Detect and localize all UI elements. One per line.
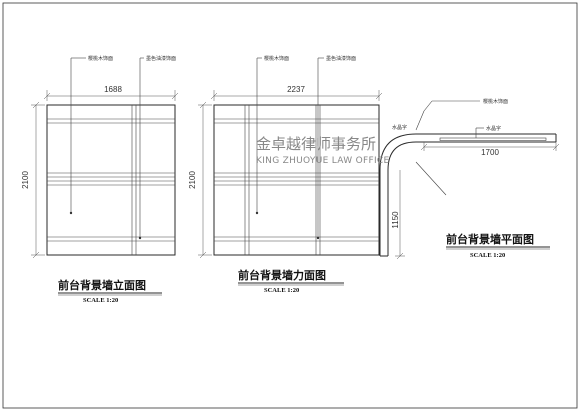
elevation-scale: SCALE 1:20 xyxy=(83,297,118,304)
force-view-height-dim: 2100 xyxy=(188,171,197,189)
force-view-note-cherry: 樱桃木饰面 xyxy=(264,55,289,62)
elevation-title: 前台背景墙立面图 xyxy=(58,278,146,292)
elevation-view: 1688 2100 樱桃木饰面 墨色油漆饰面 前台背景墙立面图 xyxy=(21,55,179,304)
elevation-note-cherry: 樱桃木饰面 xyxy=(88,55,113,62)
force-view-note-paint: 墨色油漆饰面 xyxy=(326,55,356,62)
elevation-note-paint: 墨色油漆饰面 xyxy=(146,55,176,62)
plan-title: 前台背景墙平面图 xyxy=(446,232,534,246)
plan-note-crystal: 水晶字 xyxy=(486,125,501,132)
elevation-height-dim: 2100 xyxy=(21,171,30,189)
plan-view: 1700 1150 樱桃木饰面 水晶字 水晶字 前台背景墙平面图 SCALE 1… xyxy=(379,98,560,260)
plan-width-dim: 1700 xyxy=(481,148,499,157)
watermark-en: KING ZHUOYUE LAW OFFICE xyxy=(256,156,389,166)
plan-scale: SCALE 1:20 xyxy=(470,252,505,259)
force-view: 2237 2100 樱桃木饰面 墨色油漆饰面 前台背景墙力面图 SCALE 1:… xyxy=(188,55,383,294)
watermark-cn: 金卓越律师事务所 xyxy=(256,135,376,153)
force-view-title: 前台背景墙力面图 xyxy=(238,268,326,282)
plan-note-crystal-side: 水晶字 xyxy=(392,124,407,131)
plan-note-cherry: 樱桃木饰面 xyxy=(483,98,508,105)
force-view-width-dim: 2237 xyxy=(287,85,305,94)
watermark: 金卓越律师事务所 KING ZHUOYUE LAW OFFICE xyxy=(256,135,389,166)
plan-depth-dim: 1150 xyxy=(391,211,400,229)
force-view-scale: SCALE 1:20 xyxy=(264,287,299,294)
elevation-width-dim: 1688 xyxy=(104,85,122,94)
